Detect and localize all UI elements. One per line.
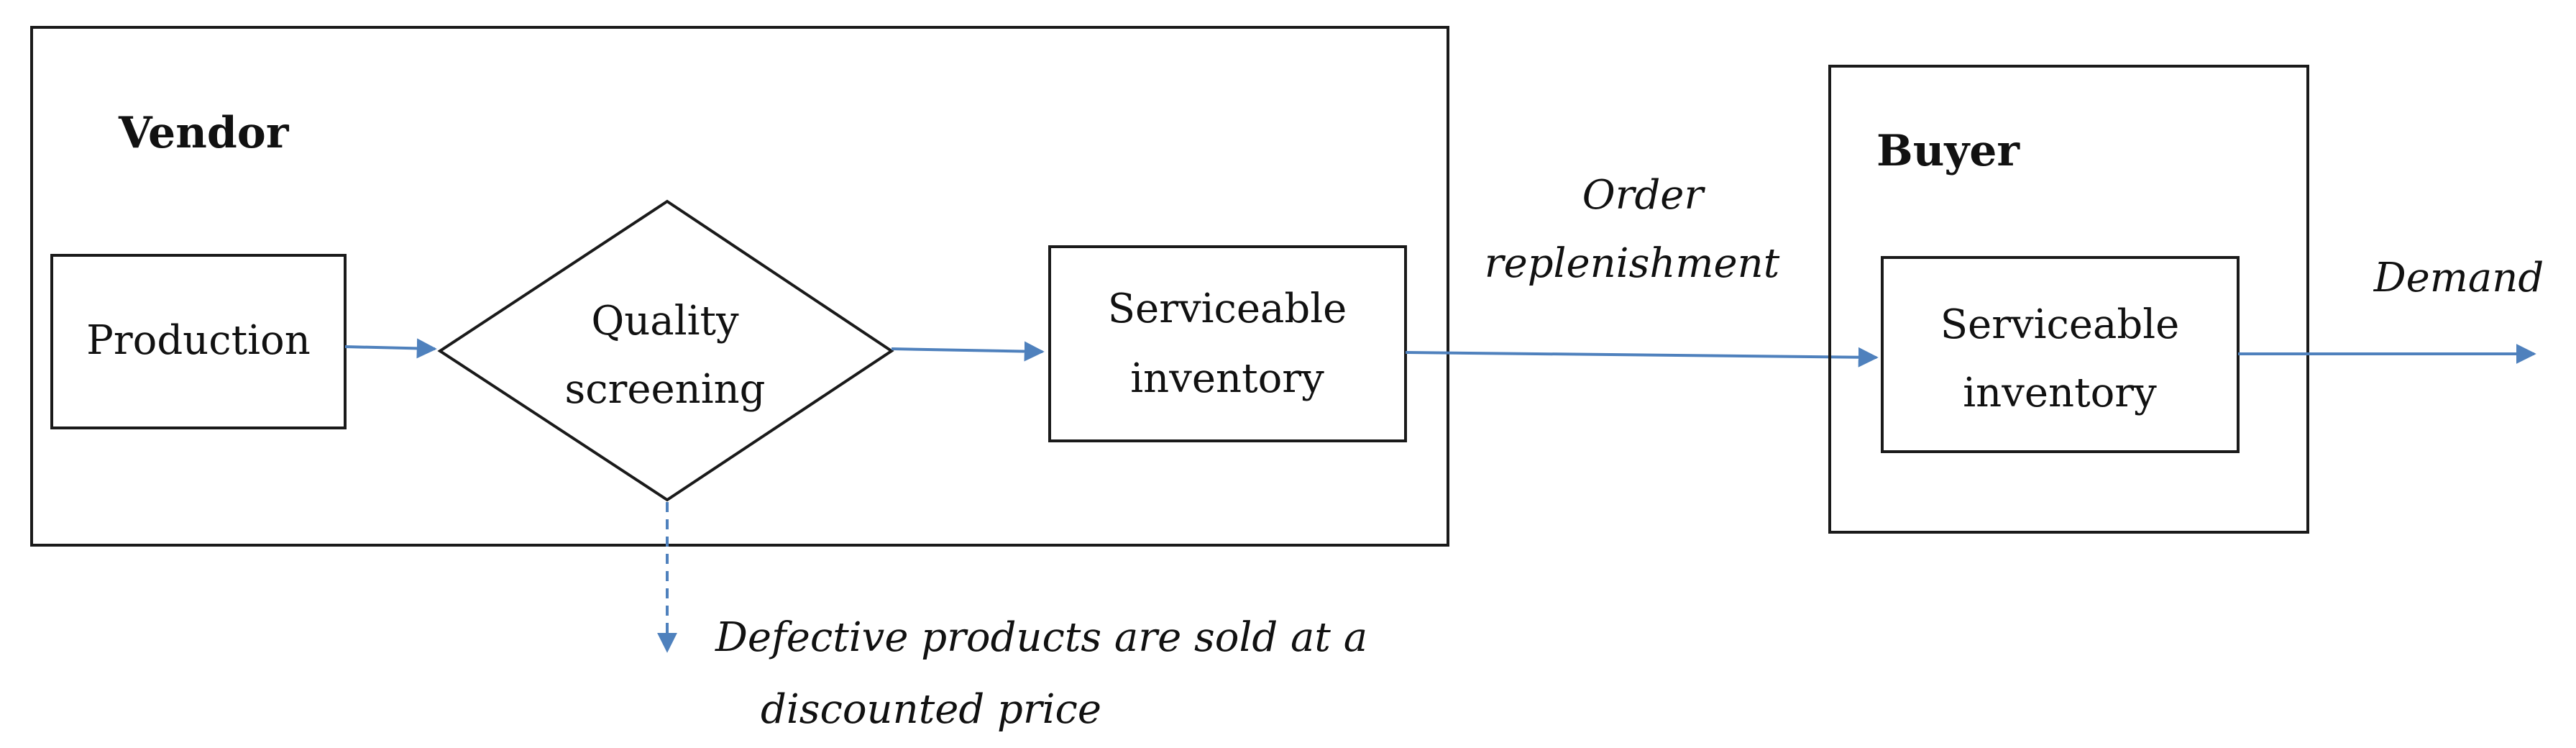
vendor-inventory-box <box>1048 245 1407 442</box>
buyer-title: Buyer <box>1876 126 2020 176</box>
buyer-inventory-box <box>1881 256 2240 453</box>
defective-label-line1: Defective products are sold at a <box>715 614 1367 661</box>
order-label-line2: replenishment <box>1485 240 1780 287</box>
vendor-inventory-line2: inventory <box>1130 355 1324 402</box>
production-label: Production <box>86 317 311 364</box>
quality-label-line2: screening <box>564 366 765 413</box>
arrow-quality-to-inventory <box>891 341 1045 362</box>
production-box <box>50 254 347 429</box>
arrow-production-to-quality <box>344 338 437 359</box>
buyer-inventory-line1: Serviceable <box>1940 301 2180 348</box>
defective-label-line2: discounted price <box>761 686 1101 733</box>
buyer-box <box>1828 65 2309 534</box>
order-label-line1: Order <box>1582 172 1706 219</box>
vendor-title: Vendor <box>118 108 290 158</box>
buyer-inventory-line2: inventory <box>1963 370 2157 416</box>
vendor-box <box>30 26 1449 547</box>
vendor-inventory-line1: Serviceable <box>1108 286 1347 332</box>
arrow-order-replenishment <box>1405 347 1879 368</box>
quality-label-line1: Quality <box>591 298 739 345</box>
demand-label: Demand <box>2373 255 2544 301</box>
quality-screening-diamond <box>437 199 894 502</box>
